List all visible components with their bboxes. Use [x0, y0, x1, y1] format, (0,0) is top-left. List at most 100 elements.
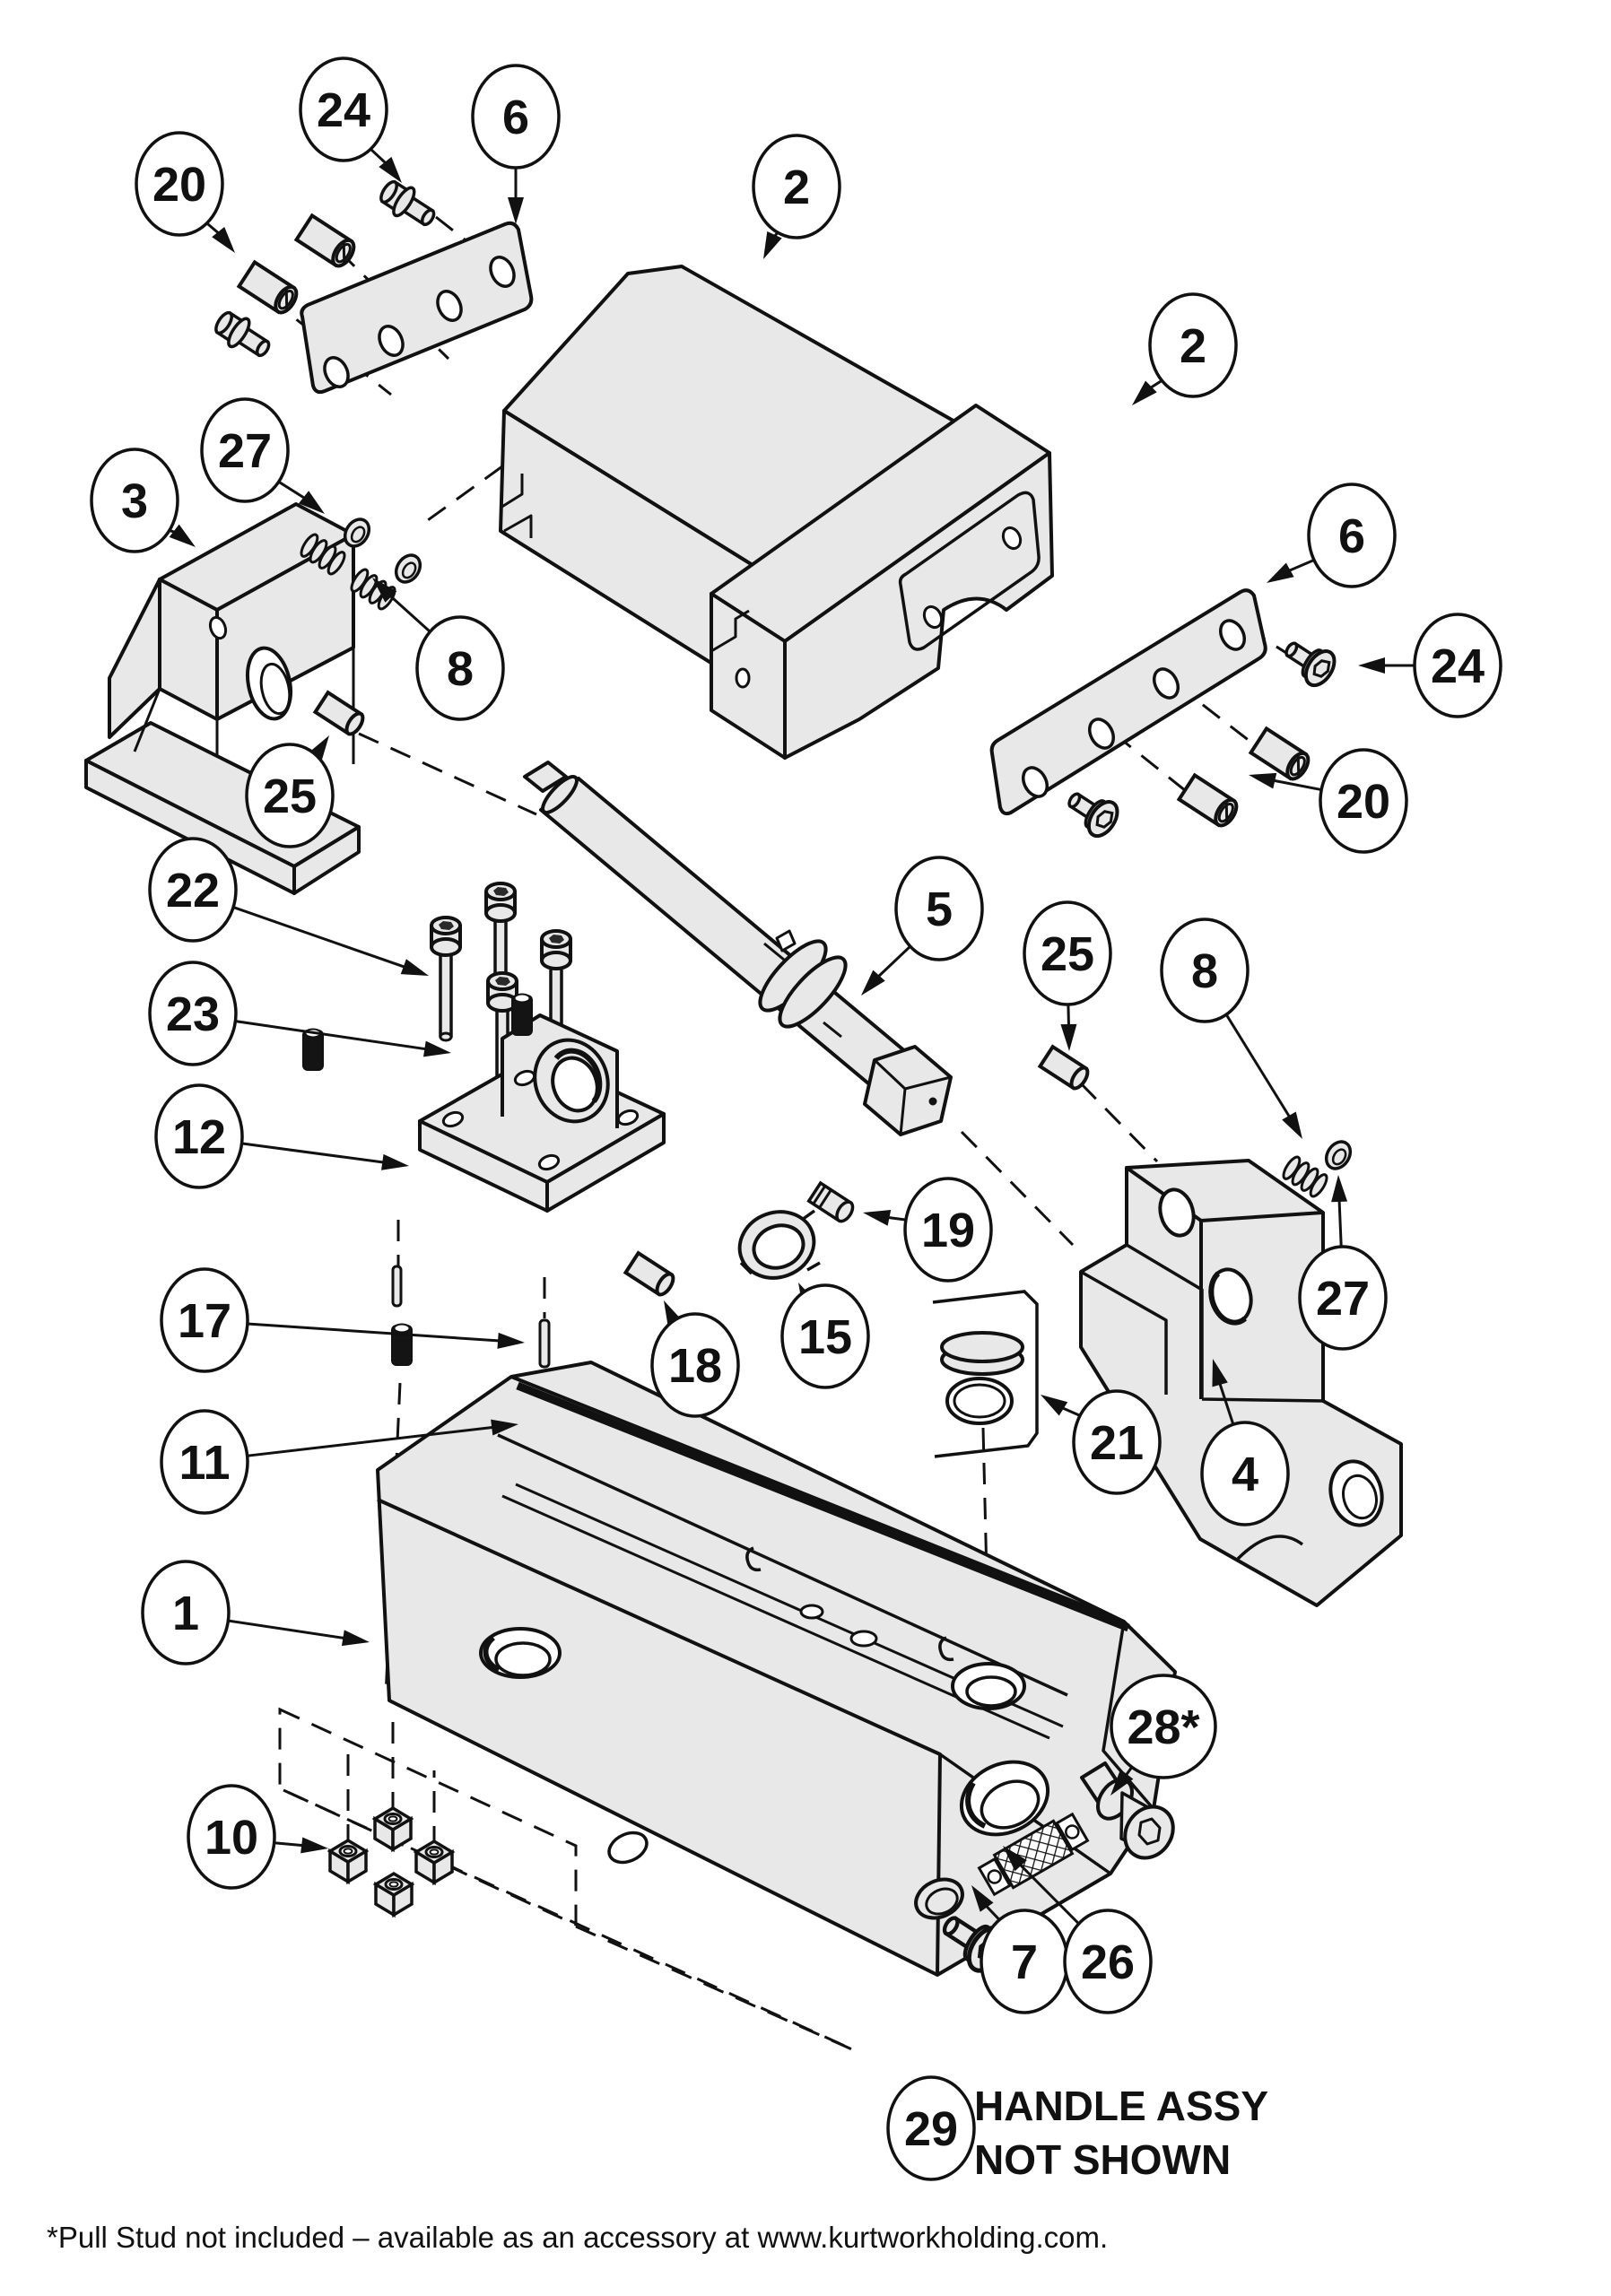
leader-arrowhead [1060, 1023, 1077, 1051]
balloon-circle [1072, 1389, 1162, 1495]
part-slotted-pin [806, 1180, 855, 1223]
leader-line [1217, 1380, 1236, 1429]
balloon-5: 5 [861, 856, 984, 996]
balloon-number: 17 [178, 1294, 231, 1348]
balloon-number: 4 [1232, 1448, 1258, 1501]
button-screw-icon [1058, 780, 1126, 843]
balloon-circle [160, 1409, 249, 1515]
balloon-circle [1413, 613, 1502, 718]
balloon-circle [148, 837, 238, 943]
balloon-20: 20 [135, 131, 235, 253]
balloon-22: 22 [148, 837, 429, 976]
balloon-18: 18 [650, 1300, 740, 1418]
leader-arrowhead [379, 156, 402, 183]
leader-line [238, 1141, 387, 1164]
balloon-21: 21 [1041, 1389, 1162, 1495]
leader-line [231, 1019, 429, 1051]
balloon-number: 6 [502, 91, 529, 144]
balloon-26: 26 [1003, 1846, 1153, 2014]
pull-stud-footnote: *Pull Stud not included – available as a… [47, 2221, 1109, 2254]
leader-arrowhead [491, 1419, 518, 1436]
black-set-screw-icon [302, 1028, 324, 1071]
balloon-number: 27 [1316, 1272, 1370, 1326]
balloon-19: 19 [863, 1177, 993, 1283]
leader-arrowhead [497, 1332, 525, 1349]
balloon-17: 17 [160, 1267, 525, 1373]
balloon-2: 2 [752, 134, 841, 259]
balloon-1: 1 [141, 1560, 370, 1665]
black-set-screw-icon [511, 993, 533, 1036]
balloon-number: 11 [179, 1436, 230, 1490]
balloon-number: 2 [1180, 319, 1206, 373]
balloon-number: 5 [926, 883, 953, 936]
balloon-number: 29 [904, 2102, 958, 2156]
balloon-20: 20 [1249, 748, 1408, 854]
leader-line [243, 1322, 502, 1343]
balloon-8: 8 [1160, 918, 1302, 1139]
balloon-number: 23 [166, 987, 220, 1041]
balloon-number: 22 [166, 864, 220, 918]
set-screw-end-icon [1319, 1135, 1357, 1175]
leader-arrowhead [169, 524, 196, 547]
leader-arrowhead [763, 230, 782, 259]
leader-line [1271, 778, 1326, 792]
leader-line [875, 943, 914, 979]
balloon-6: 6 [1267, 483, 1397, 588]
balloon-circle [1307, 483, 1397, 588]
black-set-screw-icon [391, 1323, 413, 1366]
leader-line [270, 1840, 306, 1848]
leader-line [243, 1425, 496, 1458]
leader-line [1223, 1011, 1293, 1120]
balloon-circle [1298, 1245, 1388, 1351]
balloon-circle [1319, 748, 1408, 854]
part-stationary-jaw [1079, 1159, 1403, 1607]
leader-arrowhead [1267, 562, 1294, 583]
balloon-number: 28* [1127, 1700, 1199, 1754]
balloon-circle [415, 615, 505, 721]
leader-line [229, 904, 408, 970]
balloon-10: 10 [187, 1784, 328, 1890]
balloon-number: 3 [121, 474, 148, 528]
leader-arrowhead [971, 1885, 994, 1912]
leader-arrowhead [422, 1040, 451, 1057]
part-snap-ring [737, 1209, 821, 1280]
leader-arrowhead [861, 970, 885, 996]
balloon-number: 10 [205, 1811, 258, 1865]
balloon-circle [160, 1267, 249, 1373]
balloon-number: 20 [152, 158, 206, 212]
balloon-23: 23 [148, 961, 451, 1066]
socket-head-screw-icon [430, 916, 462, 1042]
balloon-number: 21 [1090, 1416, 1144, 1470]
set-screw-icon [1177, 773, 1243, 831]
balloon-circle [1063, 1909, 1153, 2014]
balloon-number: 25 [263, 770, 317, 823]
balloon-number: 26 [1081, 1935, 1135, 1989]
part-serial-plate [977, 1812, 1090, 1897]
balloon-circle [299, 57, 388, 162]
balloon-number: 24 [1431, 639, 1485, 693]
balloon-circle [148, 961, 238, 1066]
square-nut-icon [414, 1839, 454, 1884]
balloon-circle [1160, 918, 1250, 1023]
balloon-number: 20 [1337, 775, 1390, 829]
pan-screw-icon [373, 173, 442, 235]
part-jaw-plate-left [300, 221, 534, 395]
square-nut-icon [373, 1806, 413, 1851]
balloon-circle [135, 131, 224, 237]
balloon-number: 2 [783, 161, 810, 214]
part-vise-body [376, 1361, 1177, 1977]
balloon-number: 12 [172, 1110, 226, 1164]
balloon-number: 7 [1011, 1935, 1038, 1989]
dowel-pin-icon [623, 1251, 678, 1300]
part-pull-stud [1080, 1761, 1175, 1860]
square-nut-icon [374, 1872, 414, 1917]
leader-line [274, 478, 308, 501]
leader-arrowhead [1041, 1395, 1068, 1416]
balloon-6: 6 [471, 64, 561, 224]
part-jaw-plate-right [989, 588, 1267, 816]
balloon-circle [1200, 1421, 1290, 1526]
dowel-pin-icon [313, 691, 368, 739]
handle-note-line1: HANDLE ASSY [974, 2083, 1268, 2129]
leader-arrowhead [372, 578, 397, 603]
